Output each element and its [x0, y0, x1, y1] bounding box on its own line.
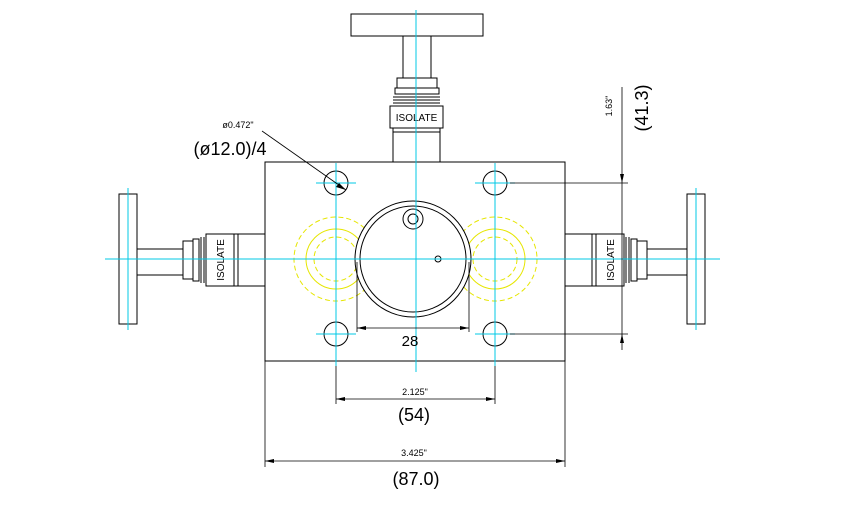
body-width-in-text: 3.425" [401, 448, 427, 458]
hole-spacing-mm-text: (54) [398, 405, 430, 425]
vertical-in-text: 1.63" [604, 96, 614, 117]
bore-text: 28 [402, 333, 419, 350]
top-valve: ISOLATE [350, 13, 484, 163]
hole-spacing-in-text: 2.125" [402, 387, 428, 397]
hole-spacing-dimension: 2.125" (54) [335, 366, 496, 425]
left-nut-2 [192, 238, 200, 282]
body-width-dimension: 3.425" (87.0) [264, 361, 566, 489]
left-valve: ISOLATE [118, 193, 266, 325]
left-isolate-body [205, 233, 235, 287]
isolate-label-left: ISOLATE [216, 239, 227, 281]
top-handle [350, 13, 484, 37]
hole-dia-dimension: ø0.472" (ø12.0)/4 [193, 120, 347, 191]
isolate-label-top: ISOLATE [396, 113, 438, 124]
right-isolate-body [595, 233, 625, 287]
centerlines [105, 10, 720, 372]
right-stem [646, 248, 688, 276]
body-width-mm-text: (87.0) [392, 469, 439, 489]
vertical-hole-dimension: 1.63" (41.3) [510, 84, 652, 350]
left-stem [136, 248, 184, 276]
left-bonnet [233, 233, 266, 287]
top-nut-1 [396, 77, 438, 89]
bore-dimension: 28 [356, 262, 470, 350]
top-stem [402, 35, 432, 79]
right-valve: ISOLATE [564, 193, 706, 325]
right-nut-1 [636, 240, 648, 280]
vertical-mm-text: (41.3) [632, 84, 652, 131]
left-nut-1 [182, 240, 194, 280]
hole-dia-in-text: ø0.472" [222, 120, 253, 130]
right-bonnet [564, 233, 597, 287]
top-nut-2 [394, 87, 440, 95]
hole-dia-mm-text: (ø12.0)/4 [193, 139, 266, 159]
right-nut-2 [630, 238, 638, 282]
isolate-label-right: ISOLATE [606, 239, 617, 281]
